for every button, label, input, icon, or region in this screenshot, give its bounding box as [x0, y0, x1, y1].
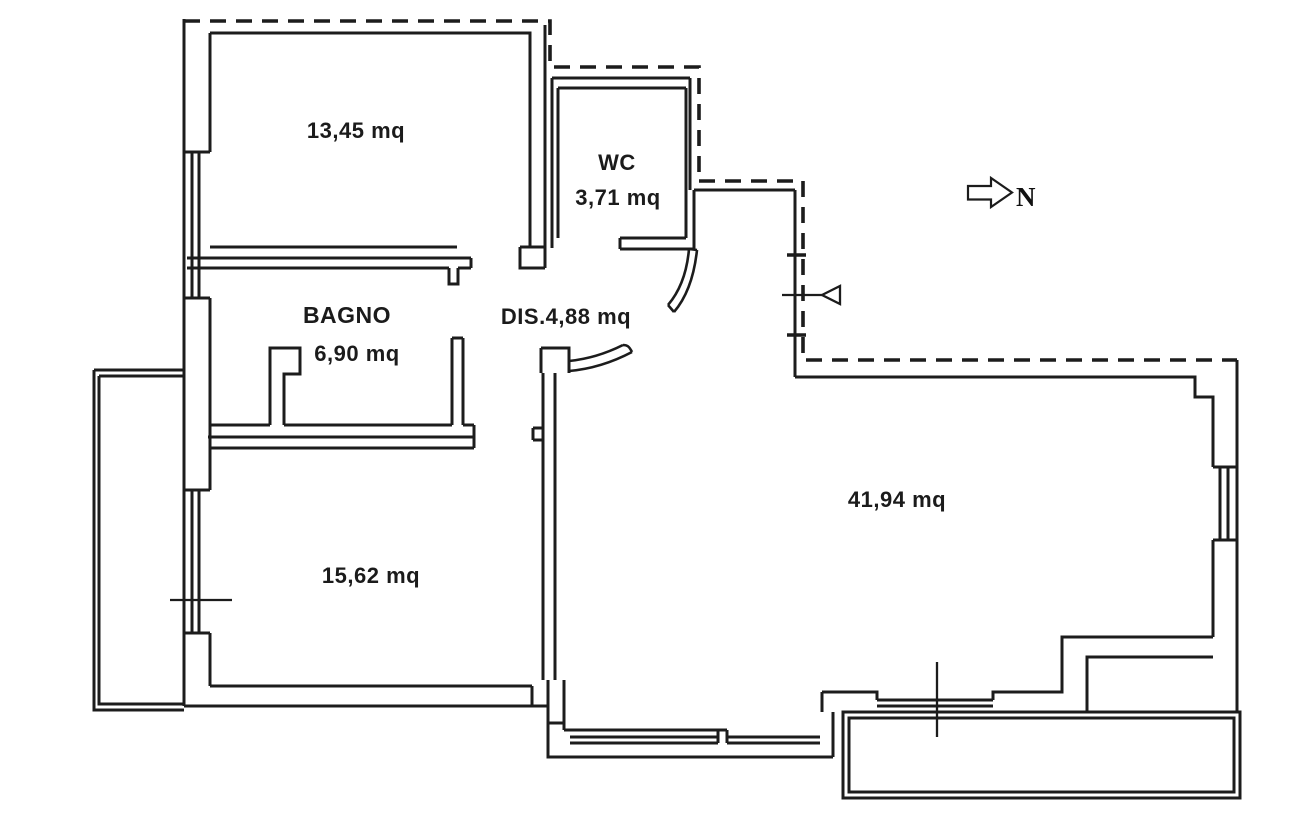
- terrace: [841, 710, 1242, 800]
- label-bagno-name: BAGNO: [303, 302, 391, 328]
- bagno-walls: [210, 336, 476, 437]
- entry-triangle-icon: [819, 284, 842, 306]
- north-arrow: N: [966, 175, 1036, 212]
- door-arc-entrance: [667, 247, 699, 313]
- door-arcs: [568, 247, 699, 373]
- window-right: [1213, 465, 1237, 542]
- label-room-low-area: 15,62 mq: [322, 563, 420, 588]
- north-arrow-icon: [966, 175, 1014, 210]
- dashed-boundary: [184, 19, 1237, 362]
- room-top-inner: [208, 31, 532, 247]
- wall-lines: [92, 19, 1242, 800]
- window-left-low: [184, 488, 210, 635]
- window-left-top: [184, 150, 210, 300]
- label-room-top-area: 13,45 mq: [307, 118, 405, 143]
- room-labels: 13,45 mq WC 3,71 mq BAGNO 6,90 mq DIS.4,…: [303, 118, 946, 588]
- label-living-area: 41,94 mq: [848, 487, 946, 512]
- label-dis-area: DIS.4,88 mq: [501, 304, 631, 329]
- wc-walls: [550, 76, 696, 251]
- label-bagno-area: 6,90 mq: [314, 341, 399, 366]
- label-wc-area: 3,71 mq: [575, 185, 660, 210]
- entry-marker: [782, 284, 842, 306]
- corridor-wall: [531, 346, 571, 730]
- north-letter: N: [1016, 182, 1036, 212]
- balcony-left: [92, 368, 184, 712]
- tick-marks: [170, 598, 939, 737]
- window-bottom-left: [570, 730, 820, 745]
- label-wc-name: WC: [598, 150, 636, 175]
- door-arc-living: [568, 343, 634, 373]
- window-bottom-right: [877, 698, 993, 708]
